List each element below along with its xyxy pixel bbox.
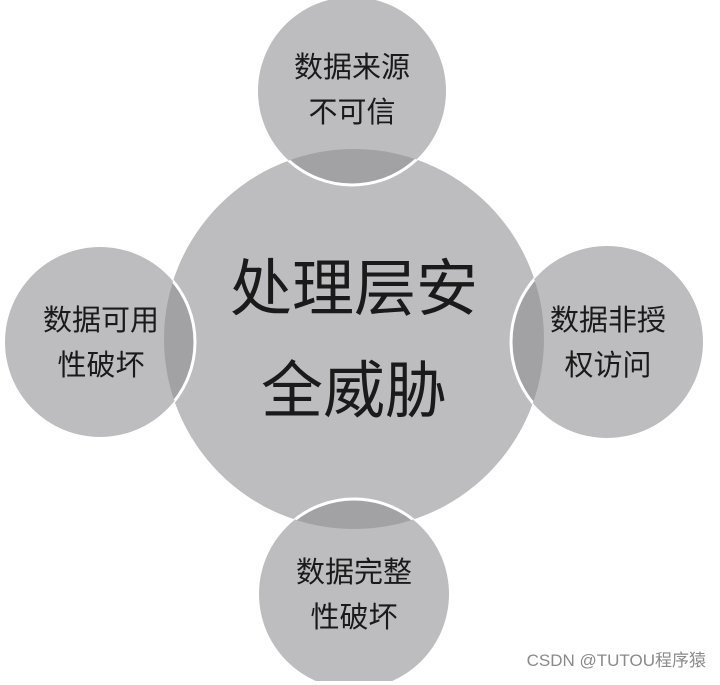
bottom-circle	[259, 499, 449, 685]
top-label-line-2: 不可信	[308, 95, 396, 129]
right-circle	[511, 246, 703, 438]
center-label: 处理层安 全威胁	[194, 258, 514, 422]
left-label: 数据可用 性破坏	[21, 306, 181, 380]
top-label: 数据来源 不可信	[272, 53, 432, 127]
left-circle	[5, 247, 195, 437]
bottom-label-line-1: 数据完整	[295, 555, 412, 589]
center-label-line-2: 全威胁	[260, 354, 447, 427]
center-circle	[164, 149, 544, 529]
top-label-line-1: 数据来源	[293, 50, 410, 84]
right-label: 数据非授 权访问	[528, 306, 688, 380]
center-label-line-1: 处理层安	[229, 252, 478, 325]
left-label-line-1: 数据可用	[42, 303, 159, 337]
left-label-line-2: 性破坏	[57, 348, 145, 382]
top-circle	[258, 0, 446, 185]
watermark: CSDN @TUTOU程序猿	[526, 651, 706, 670]
right-label-line-1: 数据非授	[549, 303, 666, 337]
right-label-line-2: 权访问	[564, 348, 652, 382]
bottom-label-line-2: 性破坏	[310, 600, 398, 634]
bottom-label: 数据完整 性破坏	[274, 558, 434, 632]
